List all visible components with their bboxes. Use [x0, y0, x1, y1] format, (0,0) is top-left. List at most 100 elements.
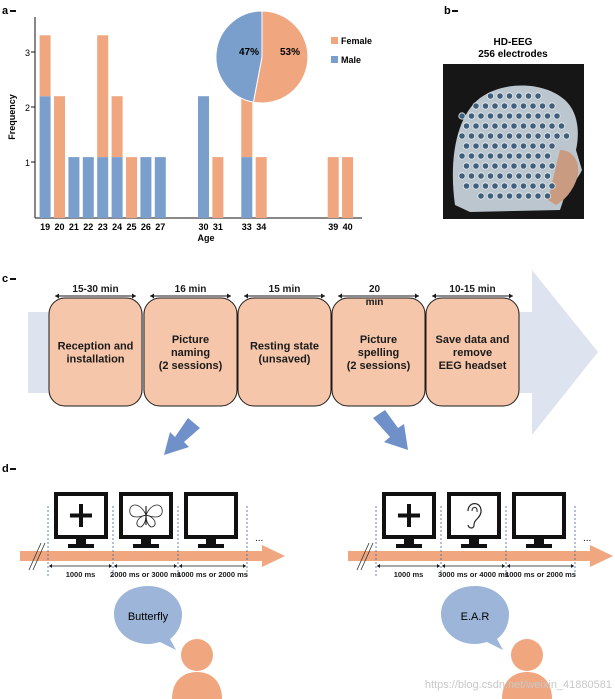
monitor-neck [141, 538, 151, 544]
step-label: Resting state [250, 341, 319, 353]
monitor-screen [382, 492, 436, 539]
arrowhead-right [571, 564, 574, 568]
electrode [553, 132, 561, 140]
speaker-right: E.A.R [441, 586, 552, 699]
panel-c-dash [10, 278, 16, 280]
electrode [491, 162, 499, 170]
monitor-1 [382, 492, 436, 548]
electrode [543, 172, 552, 180]
monitor-screen [512, 492, 566, 539]
electrode [467, 112, 476, 120]
electrode [462, 162, 471, 170]
ellipsis: ... [255, 533, 263, 544]
person-body-left [172, 672, 222, 699]
arrowhead-right [509, 293, 513, 299]
panel-label-a: a [2, 5, 9, 17]
electrode [538, 102, 547, 110]
electrode [543, 132, 552, 140]
electrode [519, 122, 528, 130]
electrode [553, 112, 561, 120]
electrode [496, 112, 504, 120]
monitor-base [133, 544, 159, 548]
step-label: EEG headset [439, 360, 507, 372]
watermark: https://blog.csdn.net/weixin_41880581 [425, 679, 612, 691]
electrode [529, 142, 537, 150]
electrode [515, 132, 523, 140]
bar-male-30 [198, 96, 209, 218]
ellipsis: ... [583, 533, 591, 544]
electrode [519, 162, 528, 170]
electrode [543, 112, 552, 120]
electrode [481, 142, 490, 150]
x-tick-label: 31 [213, 222, 223, 232]
step-box [331, 297, 426, 407]
x-tick-label: 20 [54, 222, 64, 232]
arrow-down-left [164, 418, 200, 455]
legend-swatch-male [331, 56, 338, 63]
arrowhead-right [415, 293, 419, 299]
electrode [472, 162, 480, 170]
electrode [491, 182, 499, 190]
electrode [519, 142, 528, 150]
electrode [562, 132, 571, 140]
bar-male-19 [39, 96, 51, 218]
step-duration: min [366, 297, 384, 308]
bar-female-24 [111, 96, 123, 158]
legend-label-female: Female [341, 36, 372, 46]
electrode [510, 102, 518, 110]
x-tick-label: 34 [256, 222, 266, 232]
speech-text-left: Butterfly [128, 611, 169, 623]
electrode [477, 132, 485, 140]
electrode [467, 172, 476, 180]
x-tick-label: 39 [328, 222, 338, 232]
arrowhead-left [179, 564, 182, 568]
electrode [491, 102, 499, 110]
monitor-neck [76, 538, 86, 544]
step-label: installation [66, 354, 124, 366]
electrode [458, 132, 466, 140]
panel-b: b HD-EEG 256 electrodes [443, 5, 584, 219]
electrode [458, 112, 466, 120]
electrode [467, 132, 476, 140]
arrowhead-left [244, 293, 248, 299]
duration-label: 1000 ms [394, 570, 424, 579]
electrode [491, 122, 499, 130]
electrode [496, 152, 504, 160]
bar-female-40 [342, 157, 354, 218]
electrode [500, 102, 509, 110]
electrode [534, 172, 542, 180]
electrode [477, 112, 485, 120]
electrode [505, 172, 514, 180]
step-label: Save data and [436, 334, 510, 346]
electrode [477, 192, 485, 200]
electrode [529, 162, 537, 170]
electrode [538, 142, 547, 150]
electrode [548, 182, 556, 190]
eeg-head-photo [443, 64, 584, 219]
arrowhead-left [432, 293, 436, 299]
step-label: (2 sessions) [347, 360, 411, 372]
monitor-base [396, 544, 422, 548]
electrode [538, 162, 547, 170]
step-label: naming [171, 347, 210, 359]
x-axis-label: Age [197, 233, 214, 243]
duration-label: 2000 ms or 3000 ms [110, 570, 181, 579]
electrode [515, 92, 523, 100]
person-body-right [502, 672, 552, 699]
pie-label-male: 47% [239, 47, 259, 58]
pie-label-female: 53% [280, 47, 300, 58]
step-label: Picture [172, 334, 209, 346]
x-tick-label: 25 [126, 222, 136, 232]
x-tick-label: 23 [98, 222, 108, 232]
pie-slice-female [252, 10, 309, 104]
pie-slice-male [215, 10, 263, 103]
electrode [496, 92, 504, 100]
electrode [529, 102, 537, 110]
electrode [534, 152, 542, 160]
eeg-subtitle: 256 electrodes [478, 49, 548, 60]
duration-label: 1000 ms [66, 570, 96, 579]
